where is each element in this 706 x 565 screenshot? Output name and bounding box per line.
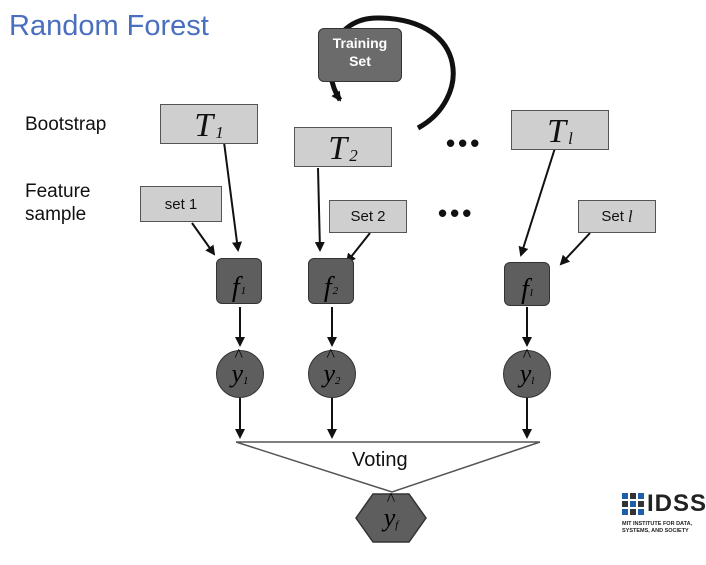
bootstrap-label: Bootstrap [25, 114, 107, 135]
feature-sample-label: Feature sample [25, 180, 90, 226]
bootstrap-box-2-sub: 2 [349, 146, 358, 165]
tree-box-l-symbol: f [521, 274, 529, 305]
idss-logo: IDSS MIT INSTITUTE FOR DATA, SYSTEMS, AN… [622, 490, 706, 535]
training-set-box: Training Set [318, 28, 402, 82]
feature-sample-label-line1: Feature [25, 181, 91, 202]
tree-box-2: f 2 [308, 258, 354, 304]
prediction-l-sub: l [531, 375, 535, 387]
feature-set-l-label: Set [601, 208, 624, 225]
prediction-1-sub: 1 [243, 375, 249, 387]
tree-box-l-sub: l [529, 287, 533, 299]
tree-box-2-symbol: f [323, 272, 332, 303]
arrow-t2-f2 [314, 167, 325, 252]
bootstrap-box-l-sub: l [568, 129, 573, 148]
prediction-1-symbol: y [231, 345, 243, 389]
feature-sample-label-line2: sample [25, 204, 87, 225]
training-set-line1: Training [332, 35, 388, 51]
prediction-2-symbol: y [323, 345, 335, 389]
idss-logo-mark-icon [622, 493, 644, 515]
voting-triangle [235, 441, 541, 493]
tree-box-1-sub: 1 [240, 285, 247, 297]
training-set-line2: Set [349, 53, 371, 69]
idss-logo-text: IDSS [647, 490, 706, 517]
idss-logo-subtitle: MIT INSTITUTE FOR DATA, SYSTEMS, AND SOC… [622, 521, 693, 534]
prediction-l-symbol: y [520, 345, 532, 389]
tree-box-l: f l [504, 262, 550, 306]
bootstrap-box-l-symbol: T [547, 113, 567, 150]
prediction-circle-2: y 2 [308, 345, 356, 398]
bootstrap-box-2-symbol: T [328, 130, 348, 167]
tree-box-2-sub: 2 [332, 285, 339, 297]
tree-box-1-symbol: f [231, 272, 240, 303]
final-prediction-symbol: y [384, 489, 396, 533]
arrow-set2-f2 [345, 232, 371, 264]
tree-box-1: f 1 [216, 258, 262, 304]
arrow-set1-f1 [191, 222, 216, 256]
feature-ellipsis: ••• [438, 198, 475, 228]
arrow-t1-f1 [223, 141, 242, 252]
feature-set-1: set 1 [140, 186, 222, 222]
voting-label: Voting [352, 449, 408, 471]
arrow-setl-fl [559, 232, 591, 266]
prediction-circle-l: y l [503, 345, 551, 398]
bootstrap-box-1: T 1 [160, 104, 258, 144]
arrow-tl-fl [518, 147, 556, 257]
feature-set-l-index: l [627, 206, 633, 226]
feature-set-l: Set l [578, 200, 656, 233]
bootstrap-box-2: T 2 [294, 127, 392, 167]
final-prediction: y f [356, 489, 426, 542]
bootstrap-box-l: T l [511, 110, 609, 150]
page-title: Random Forest [9, 10, 209, 42]
feature-set-2: Set 2 [329, 200, 407, 233]
prediction-2-sub: 2 [335, 375, 341, 387]
feature-set-2-label: Set 2 [350, 208, 386, 225]
final-prediction-sub: f [395, 519, 399, 531]
feature-set-1-label: set 1 [164, 195, 198, 213]
bootstrap-ellipsis: ••• [446, 128, 483, 158]
bootstrap-box-1-symbol: T [194, 107, 214, 144]
bootstrap-box-1-sub: 1 [215, 123, 224, 142]
prediction-circle-1: y 1 [216, 345, 264, 398]
